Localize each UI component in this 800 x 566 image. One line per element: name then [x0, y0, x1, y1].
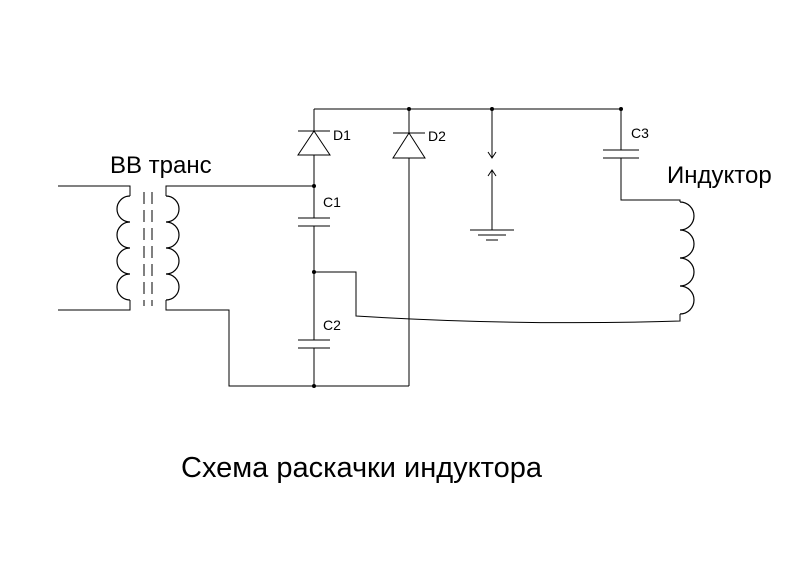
inductor-coil — [314, 201, 695, 324]
capacitor-c2 — [298, 272, 330, 386]
capacitor-c1 — [298, 186, 330, 272]
label-d1: D1 — [333, 127, 351, 143]
diode-d2 — [392, 109, 426, 386]
hv-transformer — [58, 185, 314, 387]
transformer-label: ВВ транс — [110, 152, 212, 179]
label-c1: C1 — [323, 194, 341, 210]
label-c2: C2 — [323, 317, 341, 333]
diagram-title: Схема раскачки индуктора — [181, 452, 543, 484]
diode-d1 — [297, 109, 331, 186]
inductor-label: Индуктор — [667, 162, 772, 189]
spark-gap — [487, 109, 497, 230]
label-d2: D2 — [428, 128, 446, 144]
ground-symbol — [470, 229, 514, 241]
capacitor-c3 — [603, 109, 681, 202]
label-c3: C3 — [631, 125, 649, 141]
